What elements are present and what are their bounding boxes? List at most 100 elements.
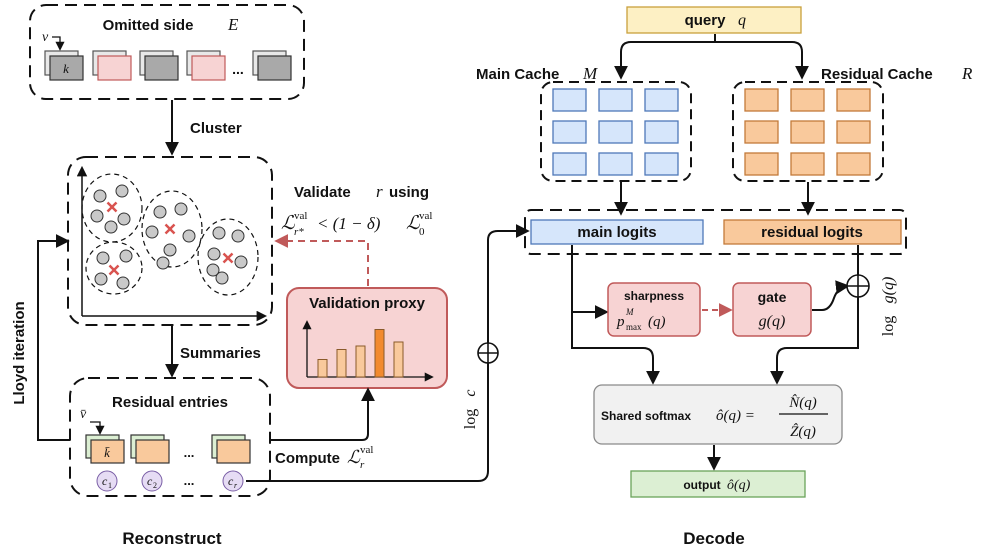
cluster-point: [215, 271, 229, 285]
formula-sub2: 0: [419, 226, 425, 238]
svg-text:log: log: [880, 316, 897, 336]
main-cache-label: Main Cache: [476, 66, 559, 83]
formula-L2: ℒ: [406, 213, 421, 234]
cluster-groups: [81, 173, 259, 296]
cache-cell: [744, 88, 779, 112]
gate-plus: [846, 274, 870, 298]
cache-cell: [836, 120, 871, 144]
gate-label: gate: [758, 289, 787, 305]
shared-softmax-label: Shared softmax: [601, 409, 691, 423]
cluster-point: [174, 202, 188, 216]
proxy-bar: [336, 349, 347, 378]
centroid-ellipsis: ...: [184, 473, 195, 488]
residual-cache-grid: [732, 81, 884, 182]
cluster-point: [104, 220, 118, 234]
output-box: output ô(q): [630, 470, 806, 498]
residual-logits-box: residual logits: [723, 219, 902, 245]
section-label-decode: Decode: [683, 529, 744, 548]
cluster-point: [119, 249, 133, 263]
cluster-group: [81, 173, 143, 243]
cluster-point: [207, 247, 221, 261]
gate-expr: g(q): [759, 313, 786, 330]
cache-cell: [790, 120, 825, 144]
omitted-v-label: v: [42, 30, 49, 45]
cluster-point: [163, 243, 177, 257]
cache-cell: [552, 120, 587, 144]
compute-L: ℒ: [347, 447, 361, 467]
cluster-label: Cluster: [190, 120, 242, 137]
svg-text:c: c: [147, 474, 153, 488]
section-label-reconstruct: Reconstruct: [122, 529, 222, 548]
cache-cell: [836, 152, 871, 176]
residual-entries-box: Residual entries v̄ k̄ ... c 1 c 2 ... c…: [69, 377, 271, 497]
cache-cell: [836, 88, 871, 112]
compute-prefix: Compute: [275, 450, 340, 467]
cluster-point: [90, 209, 104, 223]
proxy-bars: [317, 329, 404, 378]
svg-text:r: r: [234, 481, 238, 490]
cache-cell: [598, 88, 633, 112]
residual-k-label: k̄: [104, 445, 110, 460]
log-c-label: log c: [462, 389, 479, 429]
shared-softmax-den: Ẑ(q): [790, 423, 816, 440]
formula-sub1: r*: [294, 226, 304, 238]
residual-cache-label: Residual Cache: [821, 66, 933, 83]
cluster-centroid-marker: [106, 201, 118, 213]
sharpness-box: sharpness p M max (q): [607, 282, 701, 337]
cache-cell: [644, 88, 679, 112]
svg-text:2: 2: [153, 481, 157, 490]
cluster-point: [93, 189, 107, 203]
residual-entries-title: Residual entries: [112, 394, 228, 411]
omitted-kv-list: k ...: [44, 50, 292, 81]
cluster-point: [234, 255, 248, 269]
main-cache-symbol: M: [582, 64, 598, 83]
proxy-bar: [355, 345, 366, 378]
svg-text:c: c: [228, 474, 234, 488]
summaries-label: Summaries: [180, 345, 261, 362]
sharpness-sup: M: [625, 307, 634, 317]
omitted-side-symbol: E: [227, 15, 239, 34]
residual-cache-symbol: R: [961, 64, 973, 83]
cluster-centroid-marker: [222, 252, 234, 264]
validate-prefix: Validate: [294, 184, 351, 201]
validate-text: Validate r using ℒ val r* < (1 − δ) ℒ va…: [281, 182, 432, 238]
cluster-centroid-marker: [108, 264, 120, 276]
sharpness-p: p: [616, 314, 625, 330]
cluster-point: [94, 272, 108, 286]
omitted-ellipsis: ...: [232, 61, 244, 77]
formula-sup1: val: [294, 210, 307, 222]
sharpness-sub: max: [626, 322, 642, 332]
output-expr: ô(q): [727, 478, 751, 493]
shared-softmax-num: N̂(q): [788, 395, 817, 411]
validate-symbol: r: [376, 182, 383, 201]
svg-text:log: log: [462, 409, 479, 429]
cluster-point: [182, 229, 196, 243]
formula-sup2: val: [419, 210, 432, 222]
cluster-group: [197, 218, 259, 296]
svg-text:g(q): g(q): [880, 277, 897, 304]
omitted-k-label: k: [63, 61, 69, 76]
output-label: output: [683, 478, 720, 492]
shared-softmax-lhs: ô(q) =: [716, 408, 755, 424]
cluster-point: [153, 205, 167, 219]
lloyd-iteration-label: Lloyd iteration: [11, 301, 28, 404]
query-symbol: q: [738, 12, 746, 29]
centroid-cr: c r: [222, 470, 244, 492]
omitted-side-box: Omitted side E v k ...: [29, 4, 305, 100]
cluster-point: [212, 226, 226, 240]
cache-cell: [598, 152, 633, 176]
svg-text:c: c: [462, 389, 479, 396]
cluster-point: [145, 225, 159, 239]
shared-softmax-box: Shared softmax ô(q) = N̂(q) Ẑ(q): [593, 384, 843, 445]
centroid-c2: c 2: [141, 470, 163, 492]
svg-text:c: c: [102, 474, 108, 488]
cluster-point: [116, 276, 130, 290]
cluster-group: [141, 190, 203, 270]
cluster-point: [96, 251, 110, 265]
proxy-bar: [393, 341, 404, 378]
main-cache-grid: [540, 81, 692, 182]
cluster-point: [206, 263, 220, 277]
cache-cell: [644, 120, 679, 144]
cluster-centroid-marker: [164, 223, 176, 235]
